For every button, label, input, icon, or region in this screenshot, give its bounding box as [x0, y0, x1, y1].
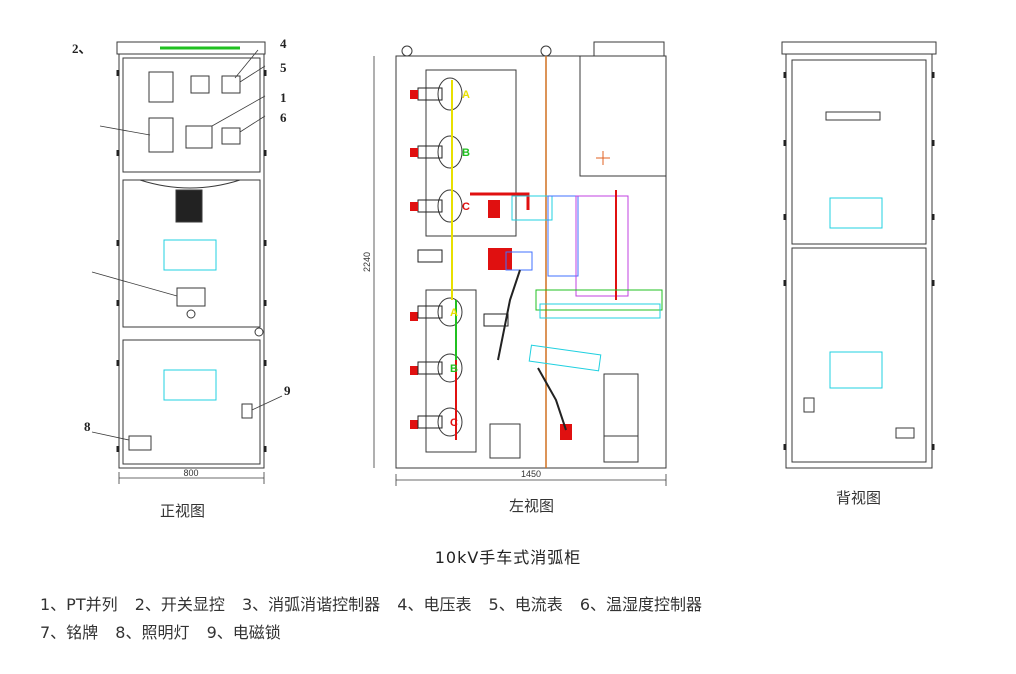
legend-line-2: 7、铭牌 8、照明灯 9、电磁锁	[40, 619, 1000, 647]
legend-item: 5、电流表	[488, 595, 563, 614]
legend-item: 3、消弧消谐控制器	[241, 595, 381, 614]
phase-labels: A B C A B C	[450, 89, 470, 429]
switch-display-unit	[175, 189, 203, 223]
legend-item: 6、温湿度控制器	[579, 595, 703, 614]
phase-label-b-upper: B	[462, 147, 470, 159]
front-middle-door	[122, 179, 261, 328]
pt-parallel-device	[148, 71, 174, 103]
legend-item: 8、照明灯	[115, 623, 190, 642]
back-cabinet-body	[785, 53, 933, 469]
back-vent-slot	[825, 111, 881, 121]
front-instrument-panel	[122, 57, 261, 173]
lighting-lamp	[128, 435, 152, 451]
back-upper-door	[791, 59, 927, 245]
front-lower-door	[122, 339, 261, 465]
callout-5: 5	[280, 60, 287, 75]
front-hinges	[116, 70, 267, 452]
front-leader-lines	[91, 49, 283, 441]
phase-label-a-lower: A	[450, 307, 458, 319]
front-cabinet-body	[118, 53, 265, 469]
legend-item: 1、PT并列	[40, 595, 118, 614]
component-legend: 1、PT并列 2、开关显控 3、消弧消谐控制器 4、电压表 5、电流表 6、温湿…	[40, 591, 1000, 647]
lv-compartment	[579, 55, 667, 177]
voltmeter	[190, 75, 210, 94]
breaker-frame	[575, 195, 629, 297]
callout-2: 2、	[72, 41, 92, 56]
phase-label-b-lower: B	[450, 363, 458, 375]
front-viewing-window-2	[163, 369, 217, 401]
side-view	[373, 41, 667, 486]
side-width-dim-label: 1450	[521, 469, 541, 479]
phase-label-c-upper: C	[462, 201, 470, 213]
callout-9: 9	[284, 383, 291, 398]
back-viewing-window-1	[829, 197, 883, 229]
arc-suppression-controller	[185, 125, 213, 149]
legend-item: 7、铭牌	[40, 623, 99, 642]
vacuum-contactor	[603, 435, 639, 463]
front-callout-labels: 2、 4 5 1 6 9 8	[72, 36, 291, 434]
callout-8: 8	[84, 419, 91, 434]
truck-rail	[535, 289, 663, 311]
phase-c-link	[470, 192, 530, 210]
lifting-eye-right	[540, 45, 552, 57]
cable-2	[537, 367, 567, 431]
side-cabinet-body	[395, 55, 667, 469]
back-nameplate	[895, 427, 915, 439]
cabinet-drawing: 2、 4 5 1 6 9 8 800	[72, 36, 937, 486]
legend-item: 2、开关显控	[134, 595, 225, 614]
phase-label-c-lower: C	[450, 417, 458, 429]
arrester-unit	[603, 373, 639, 437]
pt-transformer	[489, 423, 521, 459]
lv-top-box	[593, 41, 665, 57]
back-view-caption: 背视图	[836, 489, 882, 507]
front-width-dim-label: 800	[183, 468, 198, 478]
back-viewing-window-2	[829, 351, 883, 389]
front-earth-symbol	[254, 327, 264, 337]
lower-bushings	[417, 297, 509, 437]
back-view	[781, 41, 937, 469]
back-top-cap	[781, 41, 937, 55]
electromagnetic-lock	[241, 403, 253, 419]
front-handle-box	[176, 287, 206, 307]
fuse-element	[528, 344, 602, 372]
back-lower-door	[791, 247, 927, 463]
side-view-caption: 左视图	[509, 497, 555, 515]
phase-label-a-upper: A	[462, 89, 470, 101]
upper-contact	[511, 195, 553, 221]
front-view-caption: 正视图	[160, 502, 206, 520]
front-lock-knob	[186, 309, 196, 319]
callout-6: 6	[280, 110, 287, 125]
breaker-body	[547, 195, 579, 277]
back-door-lock	[803, 397, 815, 413]
upper-bushings	[417, 77, 463, 263]
cable-1	[497, 269, 521, 361]
upper-bushing-frame	[425, 69, 517, 237]
front-middle-arc	[139, 179, 241, 189]
ammeter	[221, 75, 241, 94]
side-height-dim-label: 2240	[362, 252, 372, 272]
legend-line-1: 1、PT并列 2、开关显控 3、消弧消谐控制器 4、电压表 5、电流表 6、温湿…	[40, 591, 1000, 619]
truck-base	[539, 303, 661, 319]
legend-item: 9、电磁锁	[206, 623, 281, 642]
main-title: 10kV手车式消弧柜	[434, 548, 582, 567]
legend-item: 4、电压表	[397, 595, 472, 614]
back-hinges	[783, 72, 935, 450]
callout-4: 4	[280, 36, 287, 51]
callout-1: 1	[280, 90, 287, 105]
switch-display-control	[148, 117, 174, 153]
lifting-eye-left	[401, 45, 413, 57]
front-view	[91, 41, 283, 484]
front-viewing-window-1	[163, 239, 217, 271]
temp-humidity-controller	[221, 127, 241, 145]
